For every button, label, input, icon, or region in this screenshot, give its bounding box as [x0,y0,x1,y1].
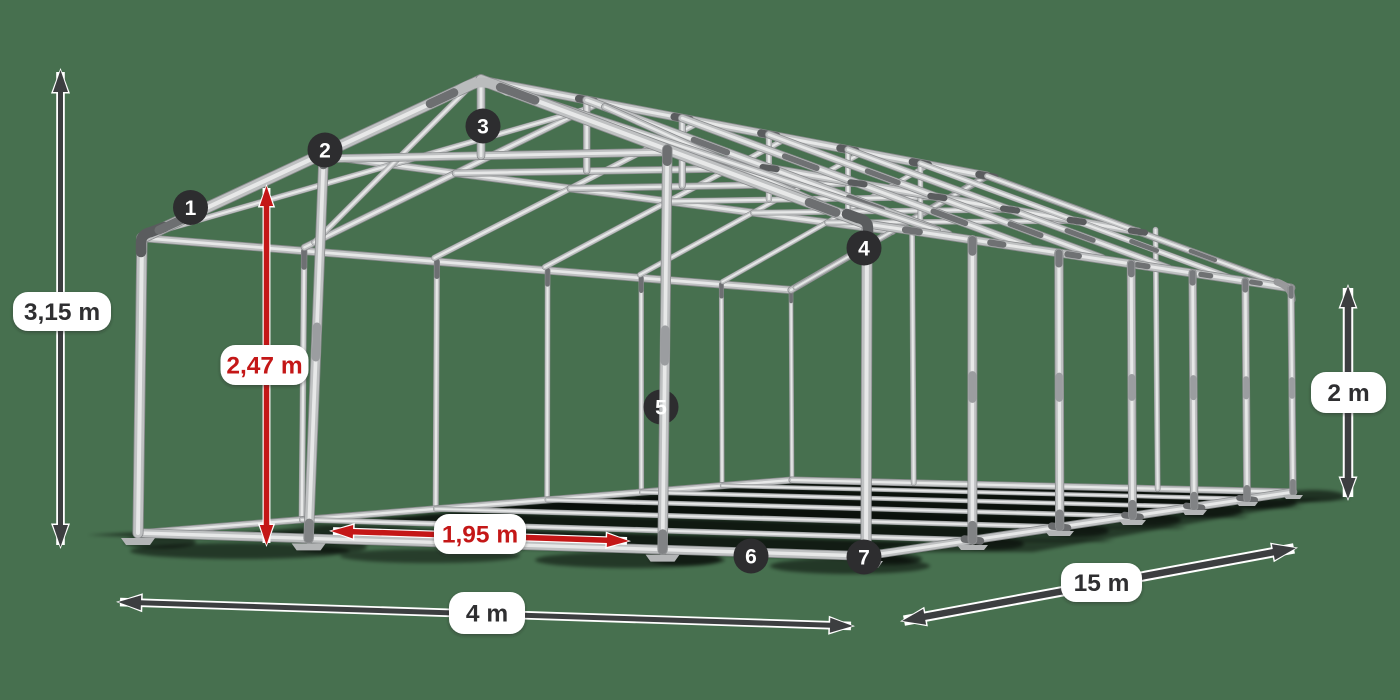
svg-text:2 m: 2 m [1327,380,1369,407]
svg-text:3: 3 [477,116,489,139]
svg-text:1: 1 [185,197,197,220]
svg-text:15 m: 15 m [1074,570,1130,597]
svg-text:2,47 m: 2,47 m [226,353,302,380]
svg-text:5: 5 [655,397,667,420]
svg-text:4 m: 4 m [466,601,508,628]
svg-text:6: 6 [745,546,757,569]
svg-text:2: 2 [319,140,331,163]
svg-text:3,15 m: 3,15 m [24,299,100,326]
svg-text:4: 4 [858,238,870,261]
svg-text:1,95 m: 1,95 m [442,522,518,549]
svg-text:7: 7 [858,547,870,570]
